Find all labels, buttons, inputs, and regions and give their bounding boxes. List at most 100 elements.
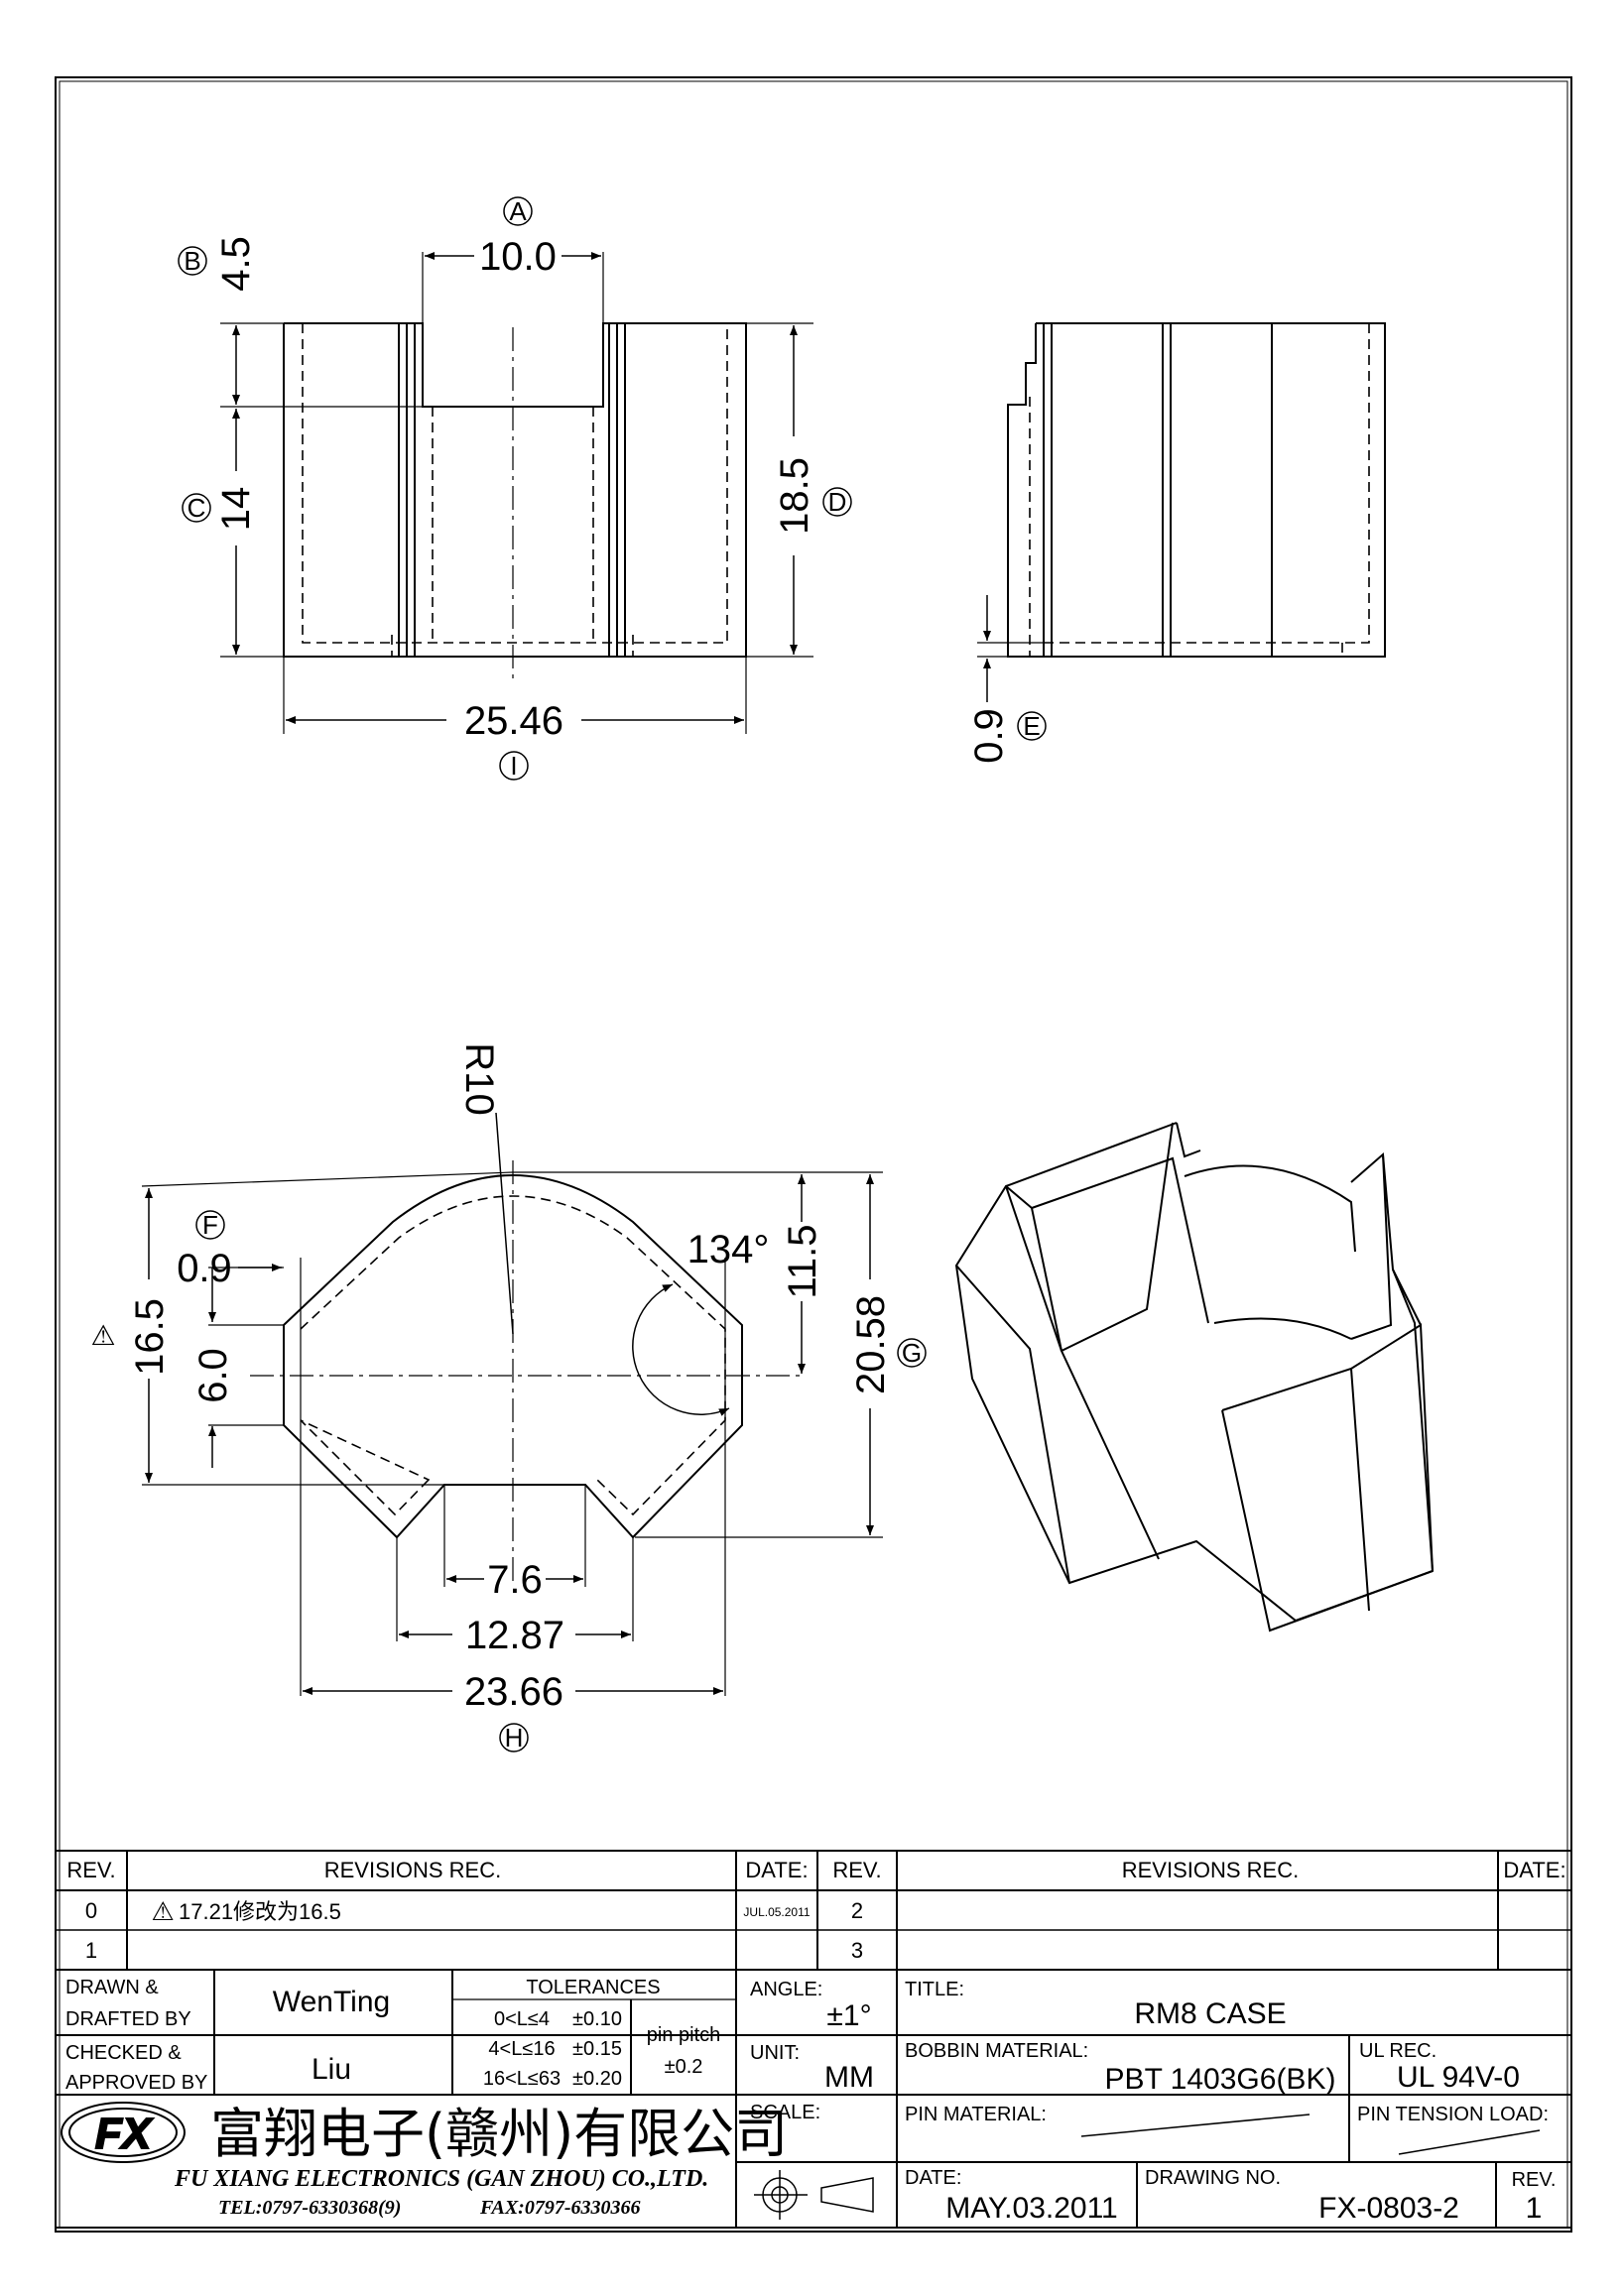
drawn-label-1: DRAWN & (65, 1977, 159, 1998)
callout-G (897, 1338, 927, 1368)
top-view-dims: R10 0.9 F ⚠ 16.5 6.0 11.5 20.58 G 134° 7… (90, 1042, 927, 1752)
tol-value-2: ±0.20 (572, 2068, 622, 2090)
ul-rec-value: UL 94V-0 (1397, 2061, 1520, 2094)
dim-16-5-value: 16.5 (128, 1298, 172, 1376)
dim-E-value: 0.9 (967, 708, 1011, 764)
callout-D (822, 487, 852, 517)
unit-value: MM (824, 2061, 874, 2094)
drawing-no-value: FX-0803-2 (1318, 2192, 1459, 2225)
tol-range-2: 16<L≤63 (483, 2068, 561, 2090)
top-view (141, 1112, 883, 1696)
callout-C (182, 493, 211, 523)
company-logo-text: FX (95, 2110, 154, 2158)
title-block-lines (55, 1850, 1572, 2229)
checked-label-2: APPROVED BY (65, 2072, 207, 2094)
company-fax: FAX:0797-6330366 (479, 2197, 641, 2219)
callout-A (503, 196, 533, 226)
rev-header-2: REV. (832, 1858, 881, 1882)
title-value: RM8 CASE (1134, 1997, 1286, 2030)
callout-A-label: A (509, 196, 527, 226)
callout-B-label: B (184, 246, 200, 276)
rev-row-0-text: 17.21修改为16.5 (179, 1899, 341, 1924)
callout-C-label: C (187, 493, 206, 523)
dim-I-value: 25.46 (464, 699, 563, 743)
unit-label: UNIT: (750, 2042, 800, 2064)
revisions-header-2: REVISIONS REC. (1122, 1858, 1299, 1882)
callout-G-label: G (902, 1338, 922, 1368)
date-value: MAY.03.2011 (945, 2192, 1117, 2225)
company-tel: TEL:0797-6330368(9) (218, 2197, 401, 2219)
rev-mark-triangle: ⚠ (90, 1320, 115, 1351)
bobbin-material-label: BOBBIN MATERIAL: (905, 2040, 1088, 2062)
drawn-by: WenTing (273, 1986, 390, 2018)
angle-label: ANGLE: (750, 1979, 822, 2000)
callout-E-label: E (1023, 711, 1040, 741)
dim-12-87-value: 12.87 (465, 1614, 564, 1657)
front-view (220, 252, 813, 734)
tolerances-label: TOLERANCES (526, 1977, 660, 1998)
side-view (977, 322, 1386, 702)
company-cn: 富翔电子(赣州)有限公司 (210, 2103, 788, 2165)
rev-row-0-date: JUL.05.2011 (743, 1905, 810, 1919)
callout-B (178, 246, 207, 276)
dim-6-0-value: 6.0 (191, 1348, 235, 1403)
dim-G-value: 20.58 (849, 1295, 893, 1394)
dim-F-value: 0.9 (177, 1247, 232, 1290)
drawing-no-label: DRAWING NO. (1145, 2167, 1281, 2189)
pin-material-label: PIN MATERIAL: (905, 2104, 1047, 2125)
callout-I (499, 751, 529, 781)
tol-range-0: 0<L≤4 (494, 2008, 550, 2030)
isometric-view (954, 1122, 1435, 1632)
dim-angle-value: 134° (687, 1228, 770, 1271)
pin-pitch-value: ±0.2 (665, 2056, 703, 2078)
title-label: TITLE: (905, 1979, 964, 2000)
tol-range-1: 4<L≤16 (488, 2038, 555, 2060)
revisions-header: REVISIONS REC. (324, 1858, 501, 1882)
company-en: FU XIANG ELECTRONICS (GAN ZHOU) CO.,LTD. (174, 2166, 708, 2192)
date-header-2: DATE: (1503, 1858, 1565, 1882)
tol-value-0: ±0.10 (572, 2008, 622, 2030)
callout-D-label: D (828, 487, 847, 517)
dim-D-value: 18.5 (773, 457, 816, 535)
callout-H (499, 1723, 529, 1752)
callout-E (1017, 711, 1047, 741)
callout-I-label: I (510, 751, 517, 781)
callout-H-label: H (505, 1723, 524, 1752)
tol-value-1: ±0.15 (572, 2038, 622, 2060)
date-header: DATE: (745, 1858, 808, 1882)
checked-by: Liu (312, 2053, 351, 2086)
checked-label-1: CHECKED & (65, 2042, 182, 2064)
ul-rec-label: UL REC. (1359, 2040, 1437, 2062)
outer-border (55, 76, 1572, 2233)
rev-row-0-rev2: 2 (851, 1898, 863, 1923)
rev-value: 1 (1526, 2192, 1543, 2225)
front-view-dims: 10.0 A 4.5 B 14 C 18.5 D 25.46 I (178, 196, 852, 781)
date-label: DATE: (905, 2167, 961, 2189)
dim-radius-value: R10 (457, 1042, 501, 1115)
rev-header: REV. (66, 1858, 115, 1882)
projection-symbol (754, 2170, 874, 2220)
dim-H-value: 23.66 (464, 1670, 563, 1714)
dim-11-5-value: 11.5 (781, 1225, 824, 1299)
company-logo (61, 2102, 186, 2163)
drawn-label-2: DRAFTED BY (65, 2008, 191, 2030)
rev-row-0: 0 (85, 1898, 97, 1923)
rev-row-1-rev2: 3 (851, 1938, 863, 1963)
rev-row-1: 1 (85, 1938, 97, 1963)
pin-pitch-label: pin pitch (647, 2024, 721, 2046)
rev-label: REV. (1512, 2169, 1557, 2191)
title-block-text: REV. REVISIONS REC. DATE: REV. REVISIONS… (61, 1858, 1566, 2225)
dim-7-6-value: 7.6 (487, 1558, 543, 1602)
angle-value: ±1° (826, 1999, 871, 2032)
callout-F (195, 1210, 225, 1240)
callout-F-label: F (202, 1210, 218, 1240)
rev-row-0-mark: ⚠ (151, 1896, 174, 1926)
scale-label: SCALE: (750, 2102, 820, 2123)
dim-B-value: 4.5 (214, 236, 258, 292)
dim-C-value: 14 (214, 487, 258, 532)
bobbin-material-value: PBT 1403G6(BK) (1105, 2063, 1336, 2096)
dim-A-value: 10.0 (479, 235, 557, 279)
pin-tension-label: PIN TENSION LOAD: (1357, 2104, 1549, 2125)
side-view-dims: 0.9 E (967, 708, 1047, 764)
